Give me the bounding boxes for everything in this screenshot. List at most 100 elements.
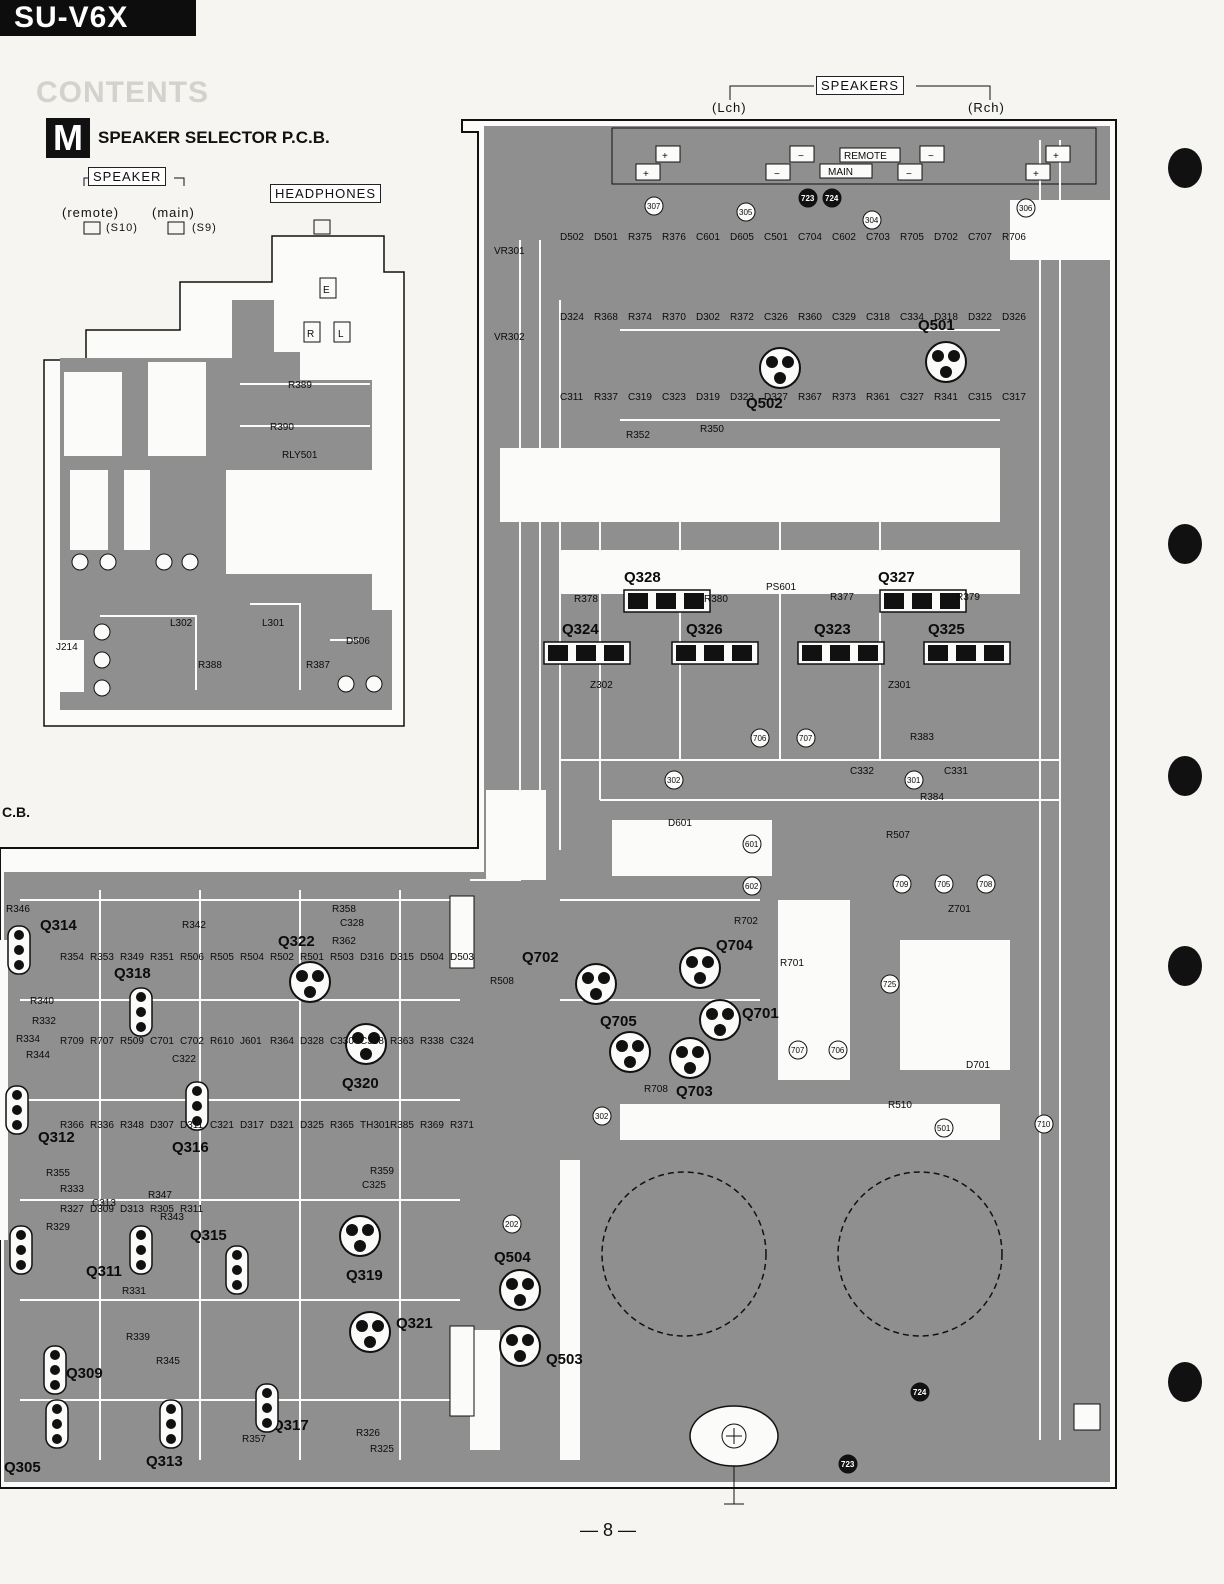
component-label: R709 bbox=[60, 1036, 84, 1047]
speaker-box-label: SPEAKER bbox=[88, 167, 167, 186]
component-label: R337 bbox=[594, 392, 618, 403]
component-label: R339 bbox=[126, 1332, 150, 1343]
transistor-label: Q501 bbox=[918, 317, 955, 334]
component-label: C325 bbox=[362, 1180, 386, 1191]
component-label: D701 bbox=[966, 1060, 990, 1071]
component-label: D316 bbox=[360, 952, 384, 963]
svg-text:−: − bbox=[774, 169, 780, 180]
component-label: D501 bbox=[594, 232, 618, 243]
svg-text:306: 306 bbox=[1019, 204, 1033, 213]
e-terminal-label: E bbox=[323, 285, 330, 296]
transistor-vertical-icon bbox=[255, 1383, 279, 1433]
transistor-label: Q327 bbox=[878, 569, 915, 586]
transistor-vertical-icon bbox=[5, 1085, 29, 1135]
ref-l302: L302 bbox=[170, 618, 193, 629]
component-label: D307 bbox=[150, 1120, 174, 1131]
transistor-label: Q319 bbox=[346, 1267, 383, 1284]
svg-text:723: 723 bbox=[801, 194, 815, 203]
test-point: 708 bbox=[976, 874, 996, 894]
transistor-label: Q323 bbox=[814, 621, 851, 638]
test-point: 301 bbox=[904, 770, 924, 790]
r-terminal-label: R bbox=[307, 329, 314, 340]
section-title: SPEAKER SELECTOR P.C.B. bbox=[98, 128, 330, 147]
transistor-package-icon bbox=[289, 961, 331, 1003]
svg-text:723: 723 bbox=[841, 1460, 855, 1469]
model-tag: SU-V6X bbox=[0, 0, 196, 36]
transistor-label: Q314 bbox=[40, 917, 77, 934]
component-label: D302 bbox=[696, 312, 720, 323]
component-label: D315 bbox=[390, 952, 414, 963]
component-label: R326 bbox=[356, 1428, 380, 1439]
transistor-label: Q703 bbox=[676, 1083, 713, 1100]
component-label: R336 bbox=[90, 1120, 114, 1131]
component-label: D326 bbox=[1002, 312, 1026, 323]
svg-text:710: 710 bbox=[1037, 1120, 1051, 1129]
transistor-label: Q321 bbox=[396, 1315, 433, 1332]
section-letter: M bbox=[46, 118, 90, 158]
transistor-package-icon bbox=[925, 341, 967, 383]
test-point: 307 bbox=[644, 196, 664, 216]
svg-text:+: + bbox=[1053, 151, 1059, 162]
svg-text:−: − bbox=[798, 151, 804, 162]
main-label: (main) bbox=[152, 205, 195, 220]
component-label: C707 bbox=[968, 232, 992, 243]
svg-text:+: + bbox=[1033, 169, 1039, 180]
component-label: R374 bbox=[628, 312, 652, 323]
transistor-label: Q318 bbox=[114, 965, 151, 982]
component-label: R342 bbox=[182, 920, 206, 931]
component-label: D318 bbox=[934, 312, 958, 323]
component-label: R347 bbox=[148, 1190, 172, 1201]
svg-text:304: 304 bbox=[865, 216, 879, 225]
component-label: Z302 bbox=[590, 680, 613, 691]
transistor-package-icon bbox=[609, 1031, 651, 1073]
component-label: R701 bbox=[780, 958, 804, 969]
test-point: 302 bbox=[664, 770, 684, 790]
svg-text:706: 706 bbox=[831, 1046, 845, 1055]
component-label: D317 bbox=[240, 1120, 264, 1131]
transistor-vertical-icon bbox=[129, 987, 153, 1037]
component-label: R369 bbox=[420, 1120, 444, 1131]
test-point: 710 bbox=[1034, 1114, 1054, 1134]
test-point: 601 bbox=[742, 834, 762, 854]
transistor-vertical-icon bbox=[7, 925, 31, 975]
svg-text:305: 305 bbox=[739, 208, 753, 217]
svg-text:202: 202 bbox=[505, 1220, 519, 1229]
component-label: R372 bbox=[730, 312, 754, 323]
component-label: R362 bbox=[332, 936, 356, 947]
component-label: R353 bbox=[90, 952, 114, 963]
svg-text:709: 709 bbox=[895, 880, 909, 889]
remote-terminal-label: REMOTE bbox=[844, 151, 887, 162]
component-label: C329 bbox=[832, 312, 856, 323]
component-label: R502 bbox=[270, 952, 294, 963]
test-point: 706 bbox=[828, 1040, 848, 1060]
svg-text:707: 707 bbox=[799, 734, 813, 743]
component-label: R360 bbox=[798, 312, 822, 323]
binder-hole bbox=[1168, 524, 1202, 564]
component-label: TH301 bbox=[360, 1120, 390, 1131]
s10-label: (S10) bbox=[106, 222, 138, 234]
component-label: C334 bbox=[900, 312, 924, 323]
transistor-label: Q704 bbox=[716, 937, 753, 954]
component-label: C327 bbox=[900, 392, 924, 403]
headphones-box-label: HEADPHONES bbox=[270, 184, 382, 203]
ref-r388: R388 bbox=[198, 660, 222, 671]
component-label: R357 bbox=[242, 1434, 266, 1445]
transistor-label: Q503 bbox=[546, 1351, 583, 1368]
component-label: D309 bbox=[90, 1204, 114, 1215]
component-label: C602 bbox=[832, 232, 856, 243]
component-label: R377 bbox=[830, 592, 854, 603]
component-label: R363 bbox=[390, 1036, 414, 1047]
test-point: 302 bbox=[592, 1106, 612, 1126]
component-label: R327 bbox=[60, 1204, 84, 1215]
lch-label: (Lch) bbox=[712, 100, 747, 115]
component-label: R505 bbox=[210, 952, 234, 963]
component-label: D328 bbox=[300, 1036, 324, 1047]
transistor-labels: Q501Q502Q503Q504Q305Q309Q311Q312Q313Q314… bbox=[4, 317, 1011, 1476]
transistor-label: Q320 bbox=[342, 1075, 379, 1092]
transistor-vertical-icon bbox=[129, 1225, 153, 1275]
transistor-label: Q326 bbox=[686, 621, 723, 638]
transistor-vertical-icon bbox=[185, 1081, 209, 1131]
svg-text:725: 725 bbox=[883, 980, 897, 989]
transistor-label: Q317 bbox=[272, 1417, 309, 1434]
component-label: R352 bbox=[626, 430, 650, 441]
